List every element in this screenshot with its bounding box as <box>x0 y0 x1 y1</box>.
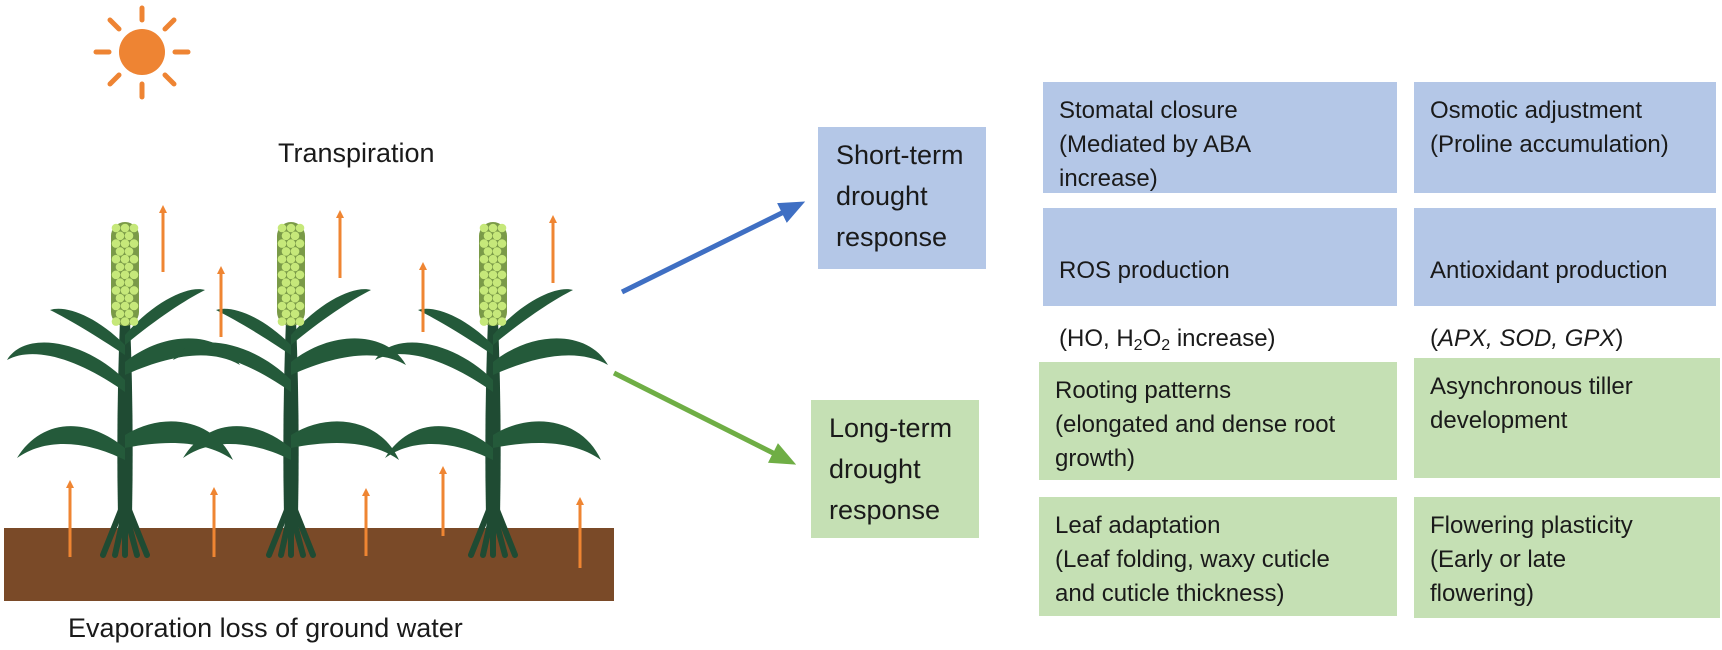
rooting-patterns-box: Rooting patterns (elongated and dense ro… <box>1039 362 1397 480</box>
ros-production-box: ROS production (HO, H2O2 increase) <box>1043 208 1397 354</box>
short-term-category-box: Short-term drought response <box>818 127 986 269</box>
millet-plant-icon <box>375 222 608 558</box>
ros-title: ROS production <box>1059 257 1230 284</box>
long-term-arrow <box>612 370 797 465</box>
osmotic-adjustment-box: Osmotic adjustment (Proline accumulation… <box>1414 82 1716 193</box>
stomatal-closure-box: Stomatal closure (Mediated by ABA increa… <box>1043 82 1397 193</box>
ground-water-label: Evaporation loss of ground water <box>68 613 463 643</box>
long-term-category-box: Long-term drought response <box>811 400 979 538</box>
transpiration-label: Transpiration <box>278 138 435 168</box>
leaf-adaptation-box: Leaf adaptation (Leaf folding, waxy cuti… <box>1039 497 1397 616</box>
evaporation-arrows <box>66 205 584 568</box>
antioxidant-production-box: Antioxidant production (APX, SOD, GPX) <box>1414 208 1716 352</box>
plants-group <box>7 222 608 558</box>
sun-icon <box>93 5 191 100</box>
short-term-arrow <box>620 201 806 295</box>
ros-detail: (HO, H2O2 increase) <box>1059 325 1276 354</box>
antioxidant-title: Antioxidant production <box>1430 257 1668 284</box>
tiller-development-box: Asynchronous tiller development <box>1414 358 1720 478</box>
antioxidant-detail: (APX, SOD, GPX) <box>1430 325 1624 352</box>
flowering-plasticity-box: Flowering plasticity (Early or late flow… <box>1414 497 1720 618</box>
millet-plant-icon <box>7 222 240 558</box>
millet-plant-icon <box>173 222 406 558</box>
